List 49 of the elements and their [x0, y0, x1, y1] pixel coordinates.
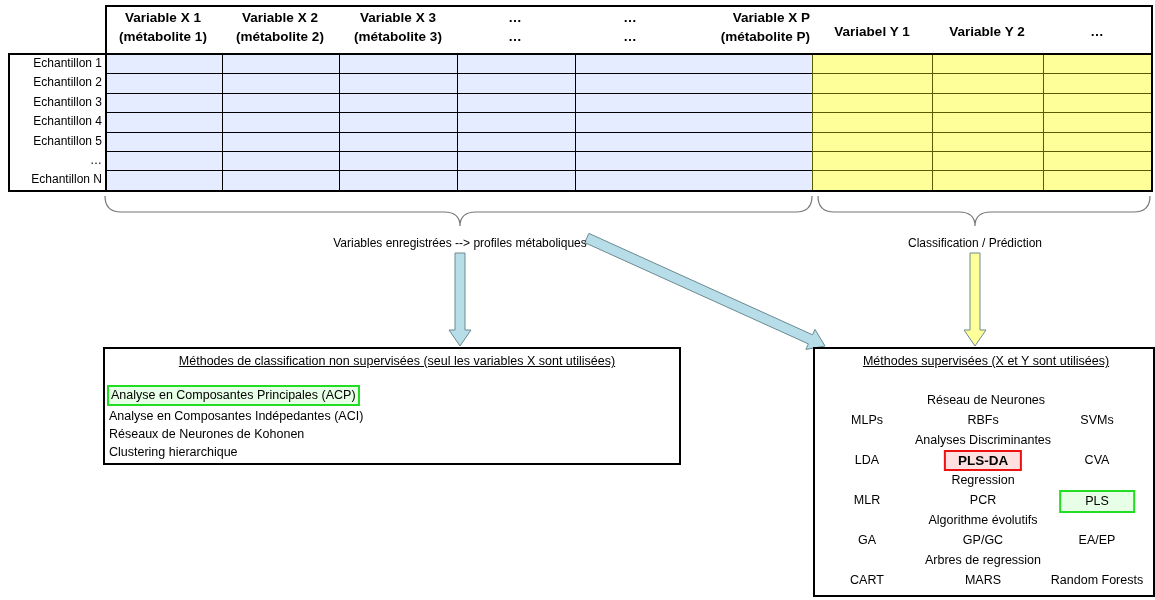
- method-name: CVA: [1084, 453, 1110, 468]
- column-header: …: [1090, 23, 1104, 41]
- highlighted-method: PLS-DA: [943, 450, 1023, 471]
- block-arrow: [584, 232, 826, 350]
- column-header: … …: [622, 9, 638, 46]
- block-arrow: [963, 252, 987, 347]
- caption-text: Classification / Prédiction: [907, 236, 1043, 251]
- method-box: [813, 347, 1155, 597]
- highlighted-method: Analyse en Composantes Principales (ACP): [107, 385, 360, 406]
- method-name: Analyses Discriminantes: [914, 433, 1052, 448]
- method-name: Algorithme évolutifs: [928, 513, 1038, 528]
- method-box: [103, 347, 681, 465]
- row-label: Echantillon 4: [32, 114, 102, 130]
- method-name: SVMs: [1080, 413, 1114, 428]
- column-header: Variable X 2 (métabolite 2): [235, 9, 325, 46]
- method-name: Random Forests: [1050, 573, 1144, 588]
- column-header: … …: [507, 9, 523, 46]
- method-name: EA/EP: [1078, 533, 1116, 548]
- method-name: MLPs: [851, 413, 883, 428]
- column-header: Variabel Y 1: [834, 23, 910, 41]
- row-label: Echantillon N: [30, 172, 102, 188]
- method-name: PCR: [969, 493, 997, 508]
- method-name: RBFs: [967, 413, 999, 428]
- method-name: LDA: [854, 453, 880, 468]
- column-header: Variable Y 2: [949, 23, 1025, 41]
- method-name: Réseau de Neurones: [926, 393, 1046, 408]
- method-name: GP/GC: [962, 533, 1004, 548]
- method-name: MLR: [853, 493, 881, 508]
- box-heading: Méthodes de classification non supervisées (seul les variables X sont utilisées): [178, 354, 616, 369]
- method-name: Regression: [951, 473, 1015, 488]
- column-header: Variable X 1 (métabolite 1): [118, 9, 208, 46]
- method-name: CART: [850, 573, 884, 588]
- block-arrow: [448, 252, 472, 347]
- row-label: Echantillon 1: [32, 56, 102, 71]
- highlighted-method: PLS: [1059, 490, 1135, 513]
- method-name: Réseaux de Neurones de Kohonen: [109, 427, 305, 442]
- column-header: Variable X 3 (métabolite 3): [353, 9, 443, 46]
- caption-text: Variables enregistrées --> profiles métaboliques: [333, 236, 587, 251]
- method-name: Analyse en Composantes Indépedantes (ACI): [109, 409, 364, 424]
- row-label: …: [89, 153, 102, 168]
- row-label: Echantillon 2: [32, 75, 102, 91]
- method-name: Arbres de regression: [925, 553, 1041, 568]
- row-label: Echantillon 3: [32, 94, 102, 110]
- column-header: Variable X P (métabolite P): [719, 9, 810, 46]
- method-name: MARS: [964, 573, 1002, 588]
- method-name: Clustering hierarchique: [109, 445, 238, 460]
- method-name: GA: [857, 533, 877, 548]
- row-label: Echantillon 5: [32, 133, 102, 149]
- box-heading: Méthodes supervisées (X et Y sont utilisées): [862, 354, 1110, 369]
